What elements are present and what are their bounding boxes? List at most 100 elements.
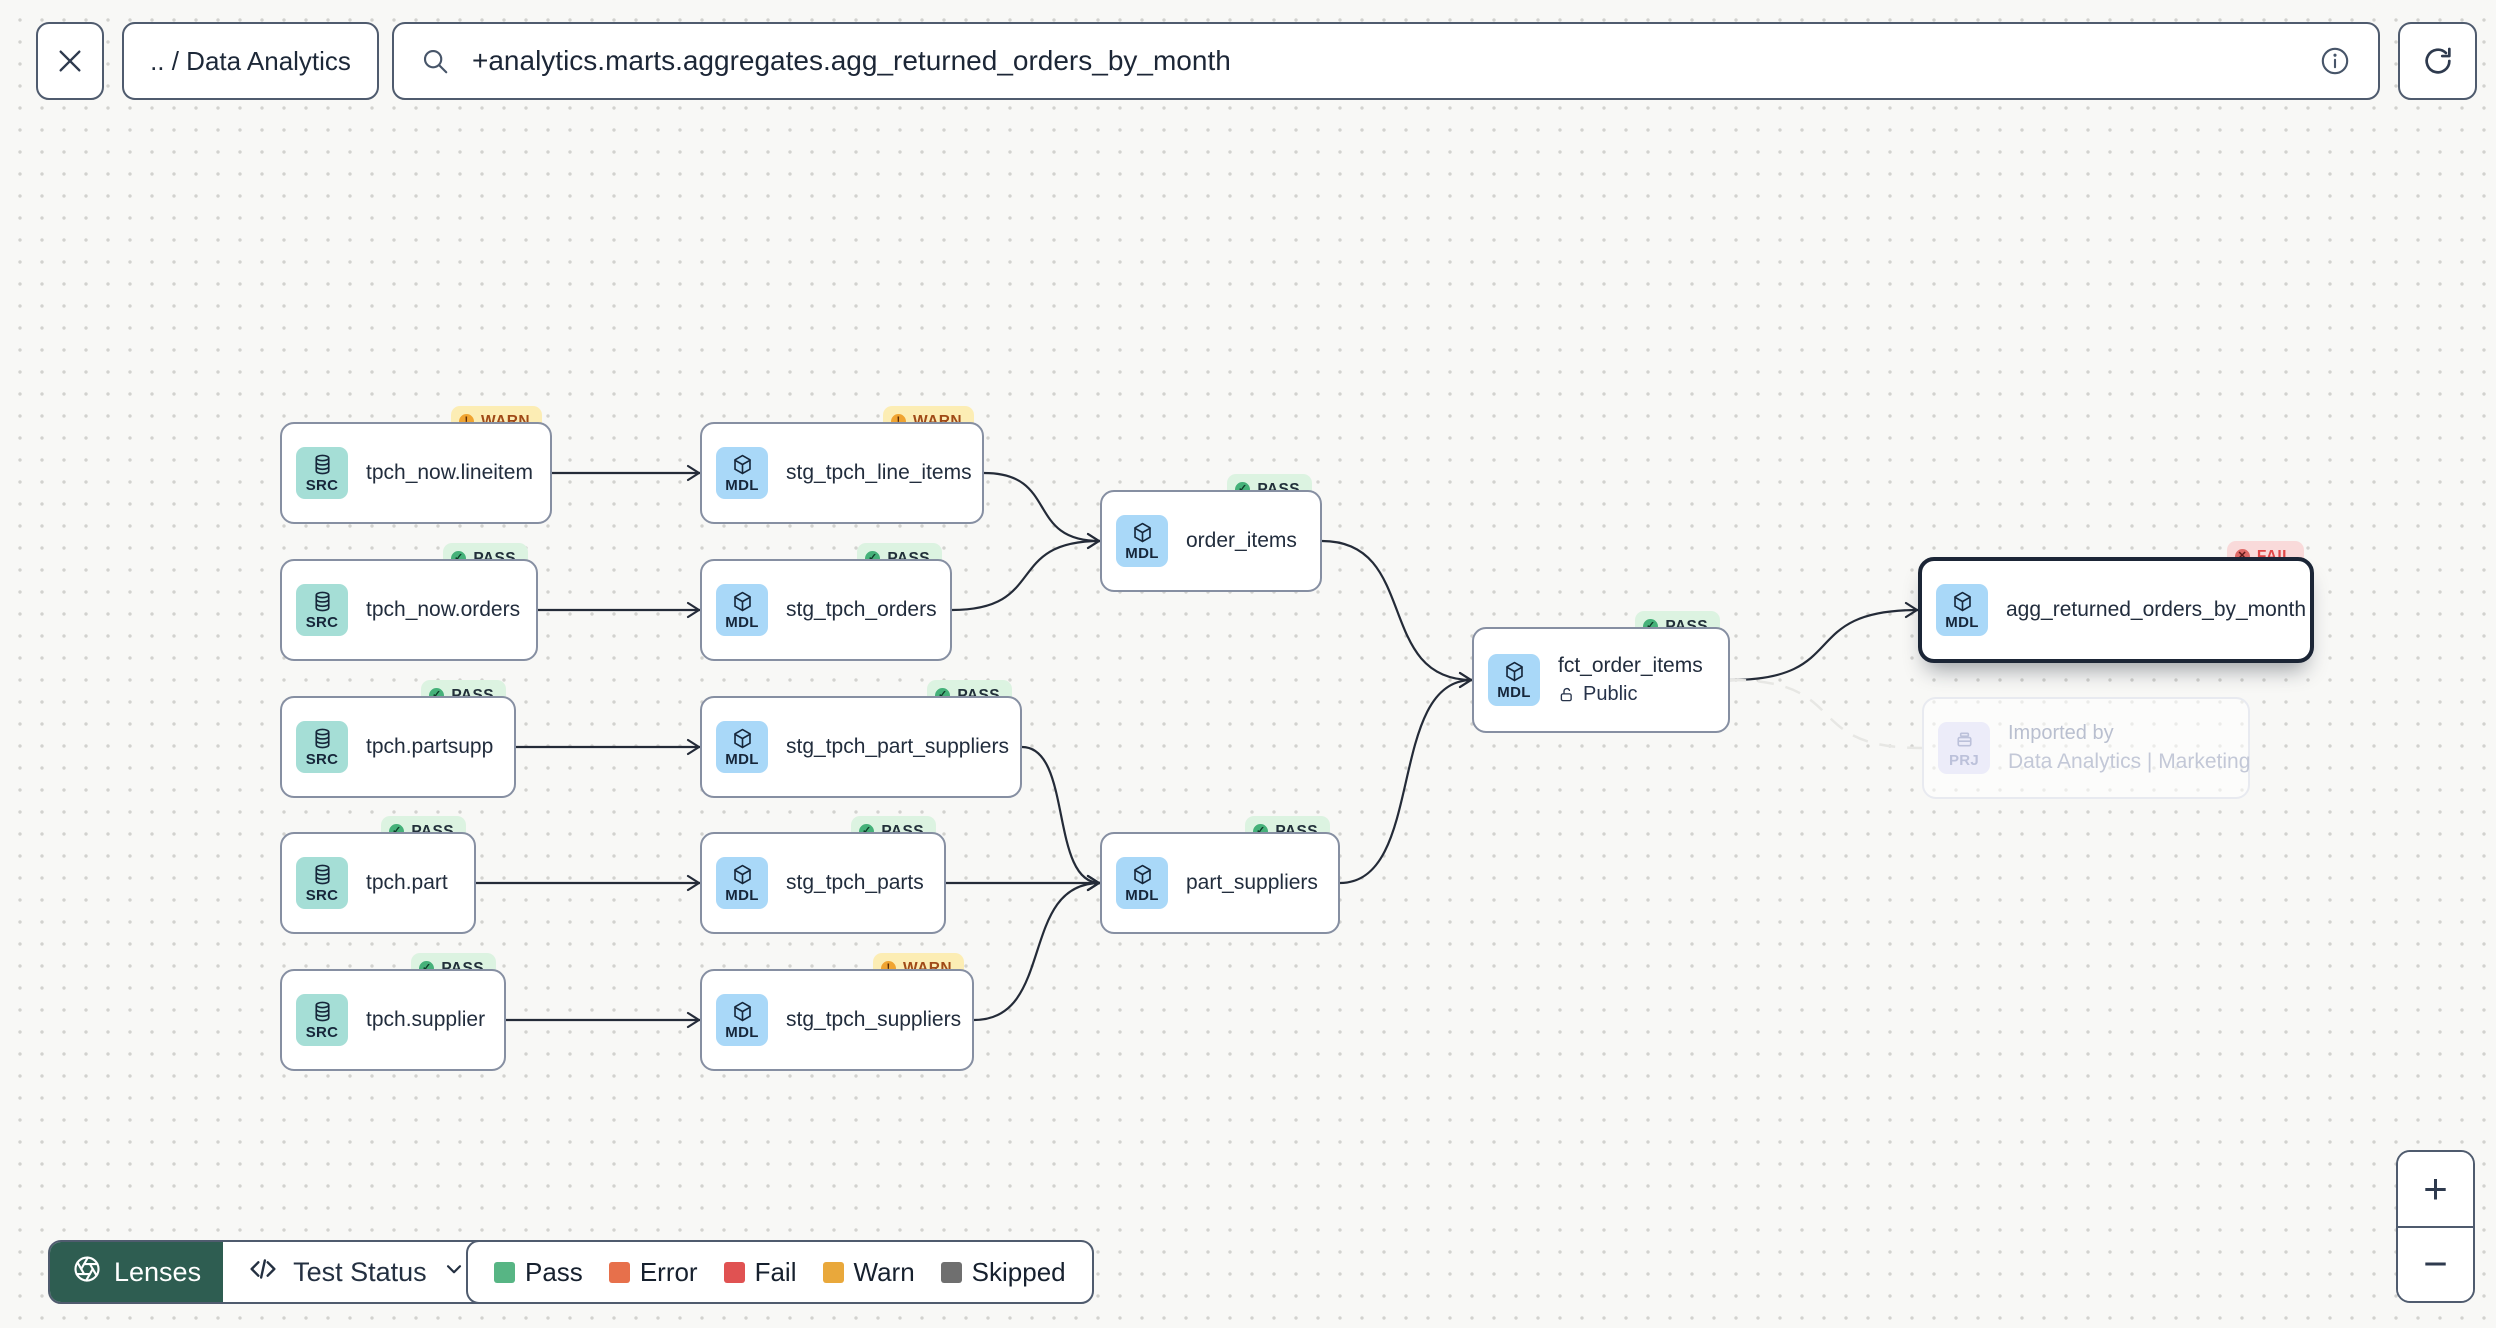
lineage-node-tpch_partsupp[interactable]: SRC tpch.partsupp — [280, 696, 516, 798]
lens-controls: Lenses Test Status — [48, 1240, 493, 1304]
node-label: stg_tpch_parts — [786, 871, 924, 894]
refresh-icon — [2421, 44, 2455, 78]
edge-arrowhead — [1086, 874, 1101, 892]
edge-arrowhead — [1086, 874, 1101, 892]
node-type-label: MDL — [725, 751, 759, 768]
edge-arrowhead — [686, 874, 701, 892]
node-type-label: MDL — [1125, 887, 1159, 904]
edge-arrowhead — [686, 601, 701, 619]
legend-swatch-error — [608, 1261, 630, 1283]
zoom-in-button[interactable]: + — [2398, 1152, 2473, 1226]
zoom-divider — [2398, 1225, 2473, 1228]
edge-fct_order_items-to-agg_returned_orders_by_month — [1729, 608, 1919, 682]
edge-arrowhead — [1458, 671, 1473, 689]
edge-stg_tpch_suppliers-to-part_suppliers — [973, 881, 1101, 1022]
edge-arrowhead — [1086, 874, 1101, 892]
node-sublabel-text: Data Analytics | Marketing — [2008, 750, 2251, 773]
code-icon — [247, 1253, 279, 1292]
database-icon — [314, 864, 330, 885]
node-label: agg_returned_orders_by_month — [2006, 598, 2307, 621]
node-type-tile-src: SRC — [296, 584, 348, 636]
edge-stg_tpch_line_items-to-order_items — [983, 471, 1101, 543]
database-icon — [314, 728, 330, 749]
breadcrumb-label: .. / Data Analytics — [150, 45, 351, 76]
node-label: tpch_now.lineitem — [366, 461, 533, 484]
legend-swatch-pass — [494, 1261, 515, 1283]
node-label: Imported by — [2008, 722, 2114, 744]
node-type-tile-mdl: MDL — [1488, 654, 1540, 706]
node-type-label: PRJ — [1948, 752, 1980, 769]
node-type-tile-src: SRC — [296, 721, 348, 773]
legend-label: Fail — [754, 1256, 797, 1287]
node-type-label: SRC — [305, 887, 339, 904]
cube-icon — [733, 728, 751, 749]
chevron-down-icon — [441, 1256, 467, 1289]
edge-arrowhead — [686, 1011, 701, 1029]
breadcrumb[interactable]: .. / Data Analytics — [122, 22, 379, 100]
close-button[interactable] — [36, 22, 104, 100]
database-icon — [314, 1001, 330, 1022]
lineage-node-stg_tpch_orders[interactable]: MDL stg_tpch_orders — [700, 559, 952, 661]
node-label: fct_order_items — [1558, 654, 1703, 677]
legend-item-warn: Warn — [822, 1257, 915, 1288]
lineage-node-tpch_now_orders[interactable]: SRC tpch_now.orders — [280, 559, 538, 661]
node-type-tile-mdl: MDL — [1116, 857, 1168, 909]
edge-arrowhead — [686, 738, 701, 756]
lens-dropdown-label: Test Status — [293, 1256, 427, 1287]
node-type-tile-mdl: MDL — [716, 584, 768, 636]
node-type-label: SRC — [305, 477, 339, 494]
node-type-tile-mdl: MDL — [1936, 584, 1988, 636]
edge-stg_tpch_part_suppliers-to-part_suppliers — [1021, 745, 1101, 885]
lineage-node-part_suppliers[interactable]: MDL part_suppliers — [1100, 832, 1340, 934]
cube-icon — [1953, 591, 1971, 612]
lineage-node-tpch_part[interactable]: SRC tpch.part — [280, 832, 476, 934]
zoom-out-button[interactable]: − — [2398, 1227, 2473, 1301]
node-type-label: MDL — [1497, 684, 1531, 701]
refresh-button[interactable] — [2398, 22, 2477, 100]
node-label: stg_tpch_part_suppliers — [786, 735, 1009, 758]
node-label: tpch_now.orders — [366, 598, 521, 621]
cube-icon — [733, 591, 751, 612]
node-type-label: MDL — [725, 1024, 759, 1041]
cube-icon — [1505, 661, 1523, 682]
lens-dropdown[interactable]: Test Status — [223, 1242, 491, 1302]
cube-icon — [733, 1001, 751, 1022]
node-type-tile-mdl: MDL — [716, 721, 768, 773]
legend-swatch-warn — [822, 1261, 844, 1283]
node-type-label: MDL — [1945, 614, 1979, 631]
search-input[interactable] — [470, 44, 2298, 78]
node-label: tpch.partsupp — [366, 735, 494, 758]
node-sublabel: Public — [1558, 683, 1703, 706]
node-type-tile-src: SRC — [296, 994, 348, 1046]
legend-item-skipped: Skipped — [940, 1257, 1066, 1288]
edge-arrowhead — [1086, 532, 1101, 550]
legend-item-error: Error — [608, 1257, 698, 1288]
lenses-button[interactable]: Lenses — [50, 1242, 224, 1302]
edge-fct_order_items-to-imported_by — [1729, 678, 1923, 750]
node-type-tile-mdl: MDL — [716, 994, 768, 1046]
lineage-node-stg_tpch_part_suppliers[interactable]: MDL stg_tpch_part_suppliers — [700, 696, 1022, 798]
node-type-tile-mdl: MDL — [1116, 515, 1168, 567]
info-icon[interactable] — [2318, 44, 2352, 78]
edge-arrowhead — [1086, 532, 1101, 550]
legend-swatch-fail — [723, 1261, 745, 1283]
node-sublabel-text: Public — [1583, 683, 1638, 705]
database-icon — [314, 591, 330, 612]
lineage-node-agg_returned_orders_by_month[interactable]: MDL agg_returned_orders_by_month — [1918, 557, 2314, 663]
search-bar[interactable] — [392, 22, 2380, 100]
node-label: part_suppliers — [1186, 871, 1318, 894]
node-label: tpch.part — [366, 871, 448, 894]
lineage-node-tpch_now_lineitem[interactable]: SRC tpch_now.lineitem — [280, 422, 552, 524]
edge-arrowhead — [686, 464, 701, 482]
node-label: stg_tpch_orders — [786, 598, 937, 621]
database-icon — [314, 454, 330, 475]
node-type-tile-prj: PRJ — [1938, 722, 1990, 774]
edge-order_items-to-fct_order_items — [1321, 539, 1473, 682]
